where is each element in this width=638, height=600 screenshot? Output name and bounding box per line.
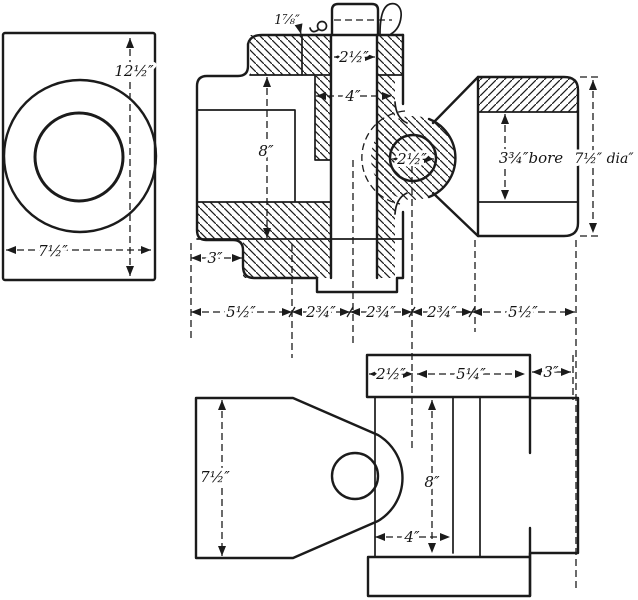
side-view: 3¾″bore 7½″ dia″ xyxy=(476,75,637,238)
chain-label-3: 2¾″ xyxy=(365,303,396,321)
cone-lines xyxy=(431,75,480,238)
dim-label-side-dia: 7½″ dia″ xyxy=(574,151,634,167)
plan-bottom-bar xyxy=(366,551,532,598)
dim-label-cap-right: 3″ xyxy=(543,363,559,381)
ball-bore-circle xyxy=(388,133,438,183)
hatch-lower-step xyxy=(243,239,330,278)
dim-label-fork-width: 7½″ xyxy=(200,468,230,486)
hatch-stem-wall-left xyxy=(315,76,331,160)
dim-arrow-cap-height xyxy=(294,23,303,35)
hatch-top-flange-right xyxy=(377,35,403,75)
end-view: 12½″ 7½″ xyxy=(1,31,158,282)
dim-label-plan-depth: 8″ xyxy=(424,473,440,491)
ball-fillet-curves xyxy=(394,101,408,215)
plan-view: 7½″ 2½″ 5¼″ 3″ 8″ 4″ xyxy=(194,353,580,598)
plan-top-bar xyxy=(365,353,532,399)
side-interior-lines xyxy=(477,111,579,203)
dim-label-stem-width: 2½″ xyxy=(338,48,369,66)
section-body-outline xyxy=(195,33,405,294)
fork-hole xyxy=(330,451,380,501)
hidden-socket-arc xyxy=(361,110,406,205)
chain-label-2: 2¾″ xyxy=(305,303,336,321)
section-view: 1⅞″ 2½″ 4″ 8″ 3″ 2½″ xyxy=(191,2,480,294)
stem-wall-cap-line xyxy=(314,75,332,161)
fork-outline xyxy=(194,396,404,560)
dim-label-plan-inner: 4″ xyxy=(403,528,420,546)
dim-label-body-height: 8″ xyxy=(258,142,274,160)
stem-bore-lines xyxy=(329,33,379,280)
dim-label-end-height: 12½″ xyxy=(114,62,154,80)
chain-label-4: 2¾″ xyxy=(426,303,457,321)
plan-right-piece xyxy=(528,395,580,598)
top-cap-outline xyxy=(330,2,380,37)
dim-label-neck-width: 4″ xyxy=(344,87,361,105)
dim-label-step-width: 3″ xyxy=(207,249,223,267)
dim-label-cap-left: 2½″ xyxy=(375,365,406,383)
dia-extension-lines xyxy=(580,76,602,237)
dim-label-end-width: 7½″ xyxy=(38,242,68,260)
dimension-chain: 5½″ 2¾″ 2¾″ 2¾″ 5½″ xyxy=(191,300,575,324)
dim-label-pin-bore: 2½″ xyxy=(396,150,427,168)
side-body-outline xyxy=(476,75,580,238)
cotter-pin-tail xyxy=(309,27,319,33)
chain-label-1: 5½″ xyxy=(226,303,256,321)
chain-label-5: 5½″ xyxy=(508,303,538,321)
cotter-pin-eye xyxy=(316,20,328,32)
chain-ticks xyxy=(288,306,476,318)
dim-label-cap-height: 1⅞″ xyxy=(274,13,300,28)
outer-circle xyxy=(2,78,158,234)
hatch-bottom-flange xyxy=(198,202,330,239)
bore-circle xyxy=(33,111,125,203)
dim-label-side-bore: 3¾″bore xyxy=(499,149,563,167)
plan-wall-lines xyxy=(374,396,481,558)
gib-hook-outline xyxy=(379,2,402,35)
hatch-side-band xyxy=(478,76,578,112)
hatch-top-flange-left xyxy=(250,35,332,75)
ball-outer-arc xyxy=(427,117,457,199)
dim-label-cap-middle: 5¼″ xyxy=(456,365,486,383)
bell-interior-lines xyxy=(196,109,404,240)
